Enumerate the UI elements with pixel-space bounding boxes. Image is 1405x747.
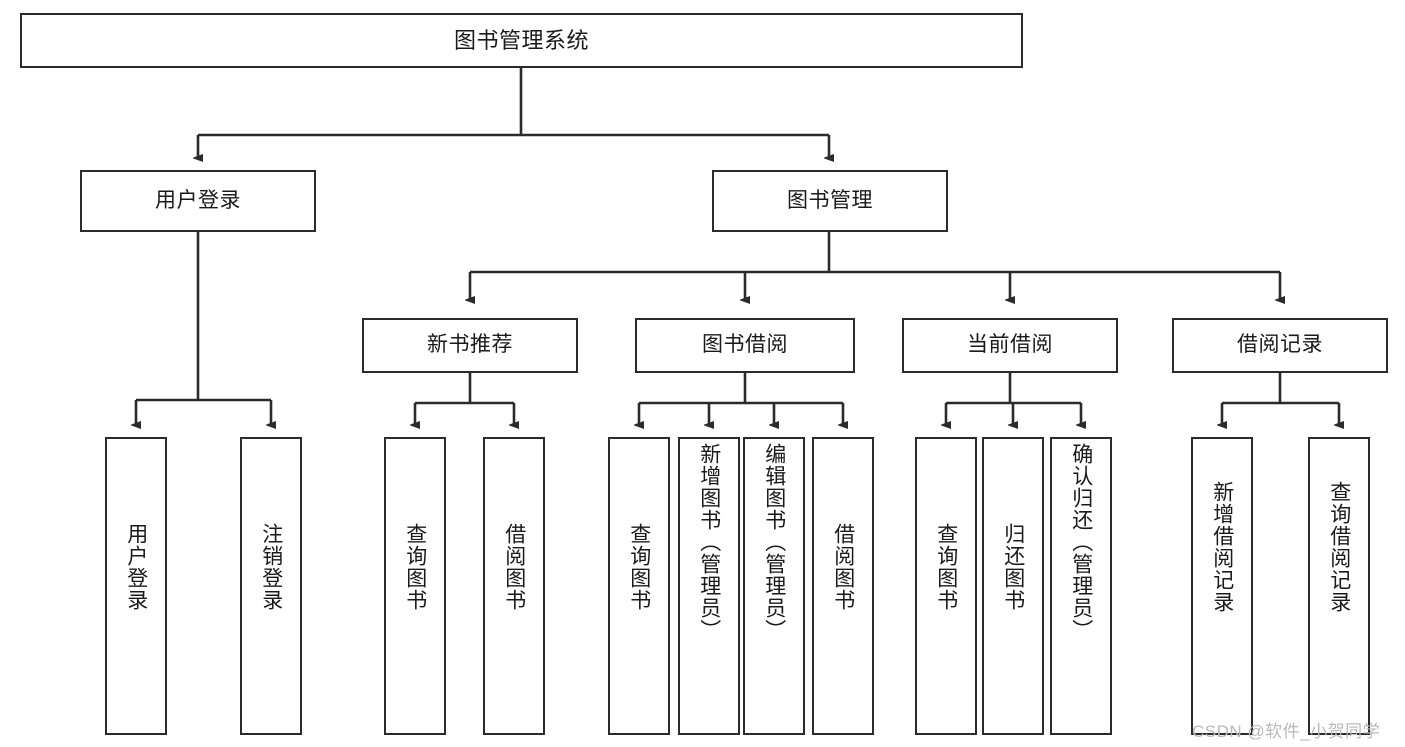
node-label: 确认归还（管理员）: [1069, 443, 1093, 641]
node-root-book-management-system[interactable]: 图书管理系统: [20, 13, 1023, 68]
leaf-return-book[interactable]: 归还图书: [982, 437, 1044, 735]
leaf-borrow-book-new[interactable]: 借阅图书: [483, 437, 545, 735]
node-label: 查询图书: [627, 523, 651, 611]
node-label: 图书借阅: [702, 333, 788, 357]
node-book-management[interactable]: 图书管理: [712, 170, 948, 232]
node-label: 当前借阅: [967, 333, 1053, 357]
node-label: 查询图书: [403, 523, 427, 611]
leaf-query-book-current[interactable]: 查询图书: [915, 437, 977, 735]
node-label: 新增借阅记录: [1210, 481, 1234, 613]
node-book-borrow[interactable]: 图书借阅: [635, 318, 855, 373]
node-label: 新书推荐: [427, 333, 513, 357]
node-label: 归还图书: [1001, 523, 1025, 611]
node-label: 新增图书（管理员）: [697, 443, 721, 641]
node-label: 借阅记录: [1237, 333, 1323, 357]
node-label: 用户登录: [124, 523, 148, 611]
leaf-edit-book-admin[interactable]: 编辑图书（管理员）: [743, 437, 805, 735]
node-label: 借阅图书: [831, 523, 855, 611]
leaf-borrow-book[interactable]: 借阅图书: [812, 437, 874, 735]
node-user-login[interactable]: 用户登录: [80, 170, 316, 232]
node-label: 用户登录: [155, 188, 241, 212]
node-label: 编辑图书（管理员）: [762, 443, 786, 641]
node-new-book-recommend[interactable]: 新书推荐: [362, 318, 578, 373]
node-label: 借阅图书: [502, 523, 526, 611]
leaf-confirm-return-admin[interactable]: 确认归还（管理员）: [1050, 437, 1112, 735]
leaf-logout-login[interactable]: 注销登录: [240, 437, 302, 735]
leaf-query-borrow-record[interactable]: 查询借阅记录: [1308, 437, 1370, 735]
leaf-add-book-admin[interactable]: 新增图书（管理员）: [678, 437, 740, 735]
node-borrow-records[interactable]: 借阅记录: [1172, 318, 1388, 373]
leaf-user-login[interactable]: 用户登录: [105, 437, 167, 735]
node-label: 查询图书: [934, 523, 958, 611]
leaf-add-borrow-record[interactable]: 新增借阅记录: [1191, 437, 1253, 735]
leaf-query-book-borrow[interactable]: 查询图书: [608, 437, 670, 735]
node-label: 图书管理: [787, 188, 873, 212]
node-label: 注销登录: [259, 523, 283, 611]
node-label: 图书管理系统: [453, 27, 589, 53]
leaf-query-book-new[interactable]: 查询图书: [384, 437, 446, 735]
node-current-borrow[interactable]: 当前借阅: [902, 318, 1118, 373]
node-label: 查询借阅记录: [1327, 481, 1351, 613]
csdn-watermark: CSDN @软件_小贺同学: [1192, 722, 1381, 741]
